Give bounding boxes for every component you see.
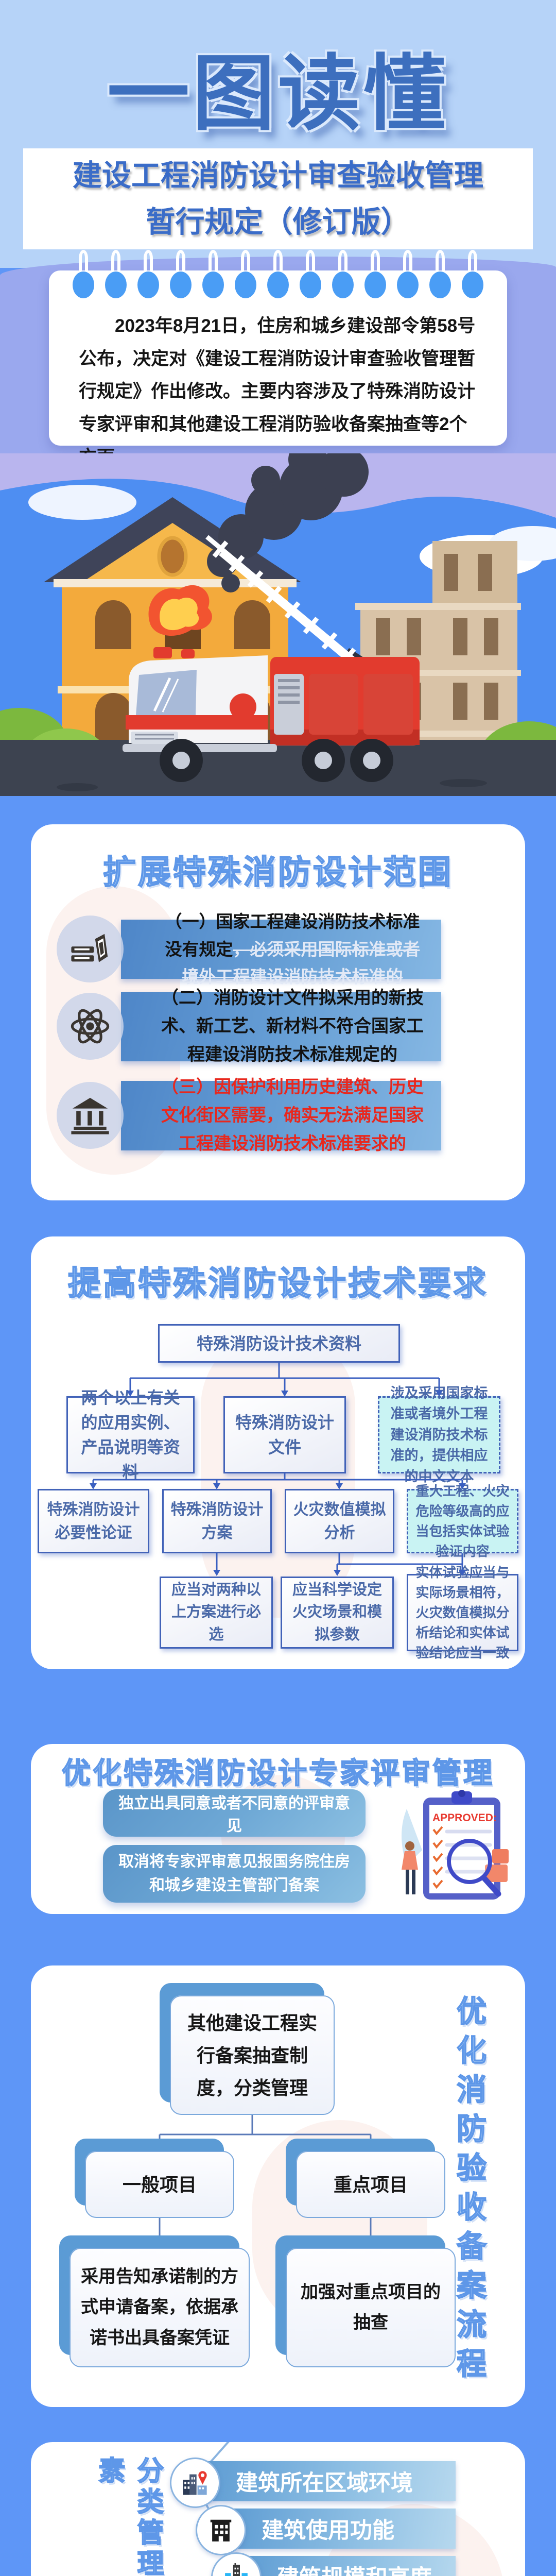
scope-item-1-normal: （一）国家工程建设消防技术标准没有规定	[165, 912, 420, 959]
record-branch-general: 一般项目	[85, 2151, 234, 2218]
section-record-check-card: 优化消防验收备案流程 其他建设工程实行备案抽查制度，分类管理 一般项目 重点项目…	[31, 1965, 525, 2407]
record-root-box: 其他建设工程实行备案抽查制度，分类管理	[170, 1995, 335, 2115]
section-tech-requirements-card: 提高特殊消防设计技术要求 特殊消防设计技术资料 两个以上有关的应用实例、产品说明…	[31, 1236, 525, 1669]
city-location-icon	[170, 2458, 220, 2508]
factor-label-2: 建筑使用功能	[219, 2509, 456, 2549]
intro-notepad-card: 2023年8月21日，住房和城乡建设部令第58号公布，决定对《建设工程消防设计审…	[49, 250, 507, 467]
section5-title: 分类管理目录主要因素	[94, 2456, 163, 2576]
factor-label-3: 建筑规模和高度	[235, 2556, 456, 2576]
scope-item-1: （一）国家工程建设消防技术标准没有规定，必须采用国际标准或者境外工程建设消防技术…	[121, 912, 441, 986]
hero-section: 一图读懂 建设工程消防设计审查验收管理 暂行规定（修订版）	[0, 0, 556, 268]
fire-scene-illustration	[0, 453, 556, 796]
section4-title: 优化消防验收备案流程	[451, 1995, 486, 2387]
flow-root-box: 特殊消防设计技术资料	[158, 1324, 400, 1363]
page-subtitle-box: 建设工程消防设计审查验收管理 暂行规定（修订版）	[23, 148, 533, 249]
record-branch-key: 重点项目	[296, 2151, 445, 2218]
watermark-shape	[201, 1329, 355, 1618]
flow-row2-box-3: 涉及采用国家标准或者境外工程建设消防技术标准的，提供相应的中文文本	[378, 1385, 500, 1484]
binder-ring-icon	[429, 250, 451, 299]
atom-icon	[57, 993, 124, 1060]
record-key-detail: 加强对重点项目的抽查	[286, 2248, 456, 2367]
flow-row4-box-3: 实体试验应当与实际场景相符，火灾数值模拟分析结论和实体试验结论应当一致	[407, 1565, 518, 1660]
binder-ring-icon	[300, 250, 321, 299]
scope-item-1-text: （一）国家工程建设消防技术标准没有规定，必须采用国际标准或者境外工程建设消防技术…	[157, 908, 428, 990]
section-expand-scope-card: 扩展特殊消防设计范围 （一）国家工程建设消防技术标准没有规定，必须采用国际标准或…	[31, 824, 525, 1200]
flow-row4-box-1: 应当对两种以上方案进行必选	[160, 1577, 273, 1649]
intro-paragraph: 2023年8月21日，住房和城乡建设部令第58号公布，决定对《建设工程消防设计审…	[79, 316, 476, 467]
binder-ring-icon	[105, 250, 127, 299]
binder-ring-icon	[170, 250, 192, 299]
page-subtitle-line1: 建设工程消防设计审查验收管理	[73, 159, 483, 192]
binder-ring-icon	[202, 250, 224, 299]
flow-row4-box-2: 应当科学设定火灾场景和模拟参数	[281, 1577, 394, 1649]
building-icon	[196, 2505, 246, 2555]
scope-item-1-deleted: ，必须采用国际标准或者境外工程建设消防技术标准的	[182, 939, 420, 987]
books-icon	[57, 916, 124, 982]
page-subtitle-line2: 暂行规定（修订版）	[146, 206, 410, 239]
flowchart-connectors	[90, 1363, 466, 1576]
page-title: 一图读懂	[107, 47, 449, 140]
flow-row2-box-2: 特殊消防设计文件	[223, 1396, 346, 1473]
flow-row3-box-1: 特殊消防设计必要性论证	[38, 1489, 149, 1553]
binder-ring-icon	[267, 250, 289, 299]
section2-title: 提高特殊消防设计技术要求	[67, 1264, 488, 1302]
svg-text:APPROVED:: APPROVED:	[432, 1812, 497, 1824]
binder-ring-icon	[397, 250, 419, 299]
approved-clipboard-illustration: APPROVED:	[402, 1790, 509, 1900]
flow-row3-box-3: 火灾数值模拟分析	[285, 1489, 394, 1553]
scope-item-3-text: （三）因保护利用历史建筑、历史文化街区需要，确实无法满足国家工程建设消防技术标准…	[161, 1077, 424, 1154]
review-item-2: 取消将专家评审意见报国务院住房和城乡建设主管部门备案	[103, 1845, 366, 1903]
section1-title: 扩展特殊消防设计范围	[102, 853, 453, 891]
binder-ring-icon	[235, 250, 256, 299]
section3-title: 优化特殊消防设计专家评审管理	[61, 1756, 494, 1790]
binder-ring-icon	[73, 250, 94, 299]
flow-row3-box-4: 重大工程、火灾危险等级高的应当包括实体试验验证内容	[407, 1483, 518, 1559]
flow-row2-box-1: 两个以上有关的应用实例、产品说明等资料	[66, 1388, 195, 1481]
binder-ring-icon	[137, 250, 159, 299]
scope-item-3: （三）因保护利用历史建筑、历史文化街区需要，确实无法满足国家工程建设消防技术标准…	[121, 1077, 441, 1154]
section-catalog-factors-card: 分类管理目录主要因素 建筑所在区域环境 建筑使用功能	[31, 2442, 525, 2576]
binder-ring-icon	[462, 250, 483, 299]
factor-label-1: 建筑所在区域环境	[194, 2461, 456, 2501]
flow-row3-box-2: 特殊消防设计方案	[162, 1489, 272, 1553]
scope-item-2-text: （二）消防设计文件拟采用的新技术、新工艺、新材料不符合国家工程建设消防技术标准规…	[161, 988, 424, 1065]
section-expert-review-card: 优化特殊消防设计专家评审管理 独立出具同意或者不同意的评审意见 取消将专家评审意…	[31, 1744, 525, 1914]
review-item-1: 独立出具同意或者不同意的评审意见	[103, 1789, 366, 1837]
binder-ring-icon	[364, 250, 386, 299]
binder-ring-icon	[332, 250, 354, 299]
scope-item-2: （二）消防设计文件拟采用的新技术、新工艺、新材料不符合国家工程建设消防技术标准规…	[121, 988, 441, 1064]
bank-icon	[57, 1082, 124, 1149]
record-flow-connectors	[159, 2115, 372, 2248]
notepad-binding-rings	[73, 250, 483, 299]
record-general-detail: 采用告知承诺制的方式申请备案，依据承诺书出具备案凭证	[70, 2248, 250, 2367]
